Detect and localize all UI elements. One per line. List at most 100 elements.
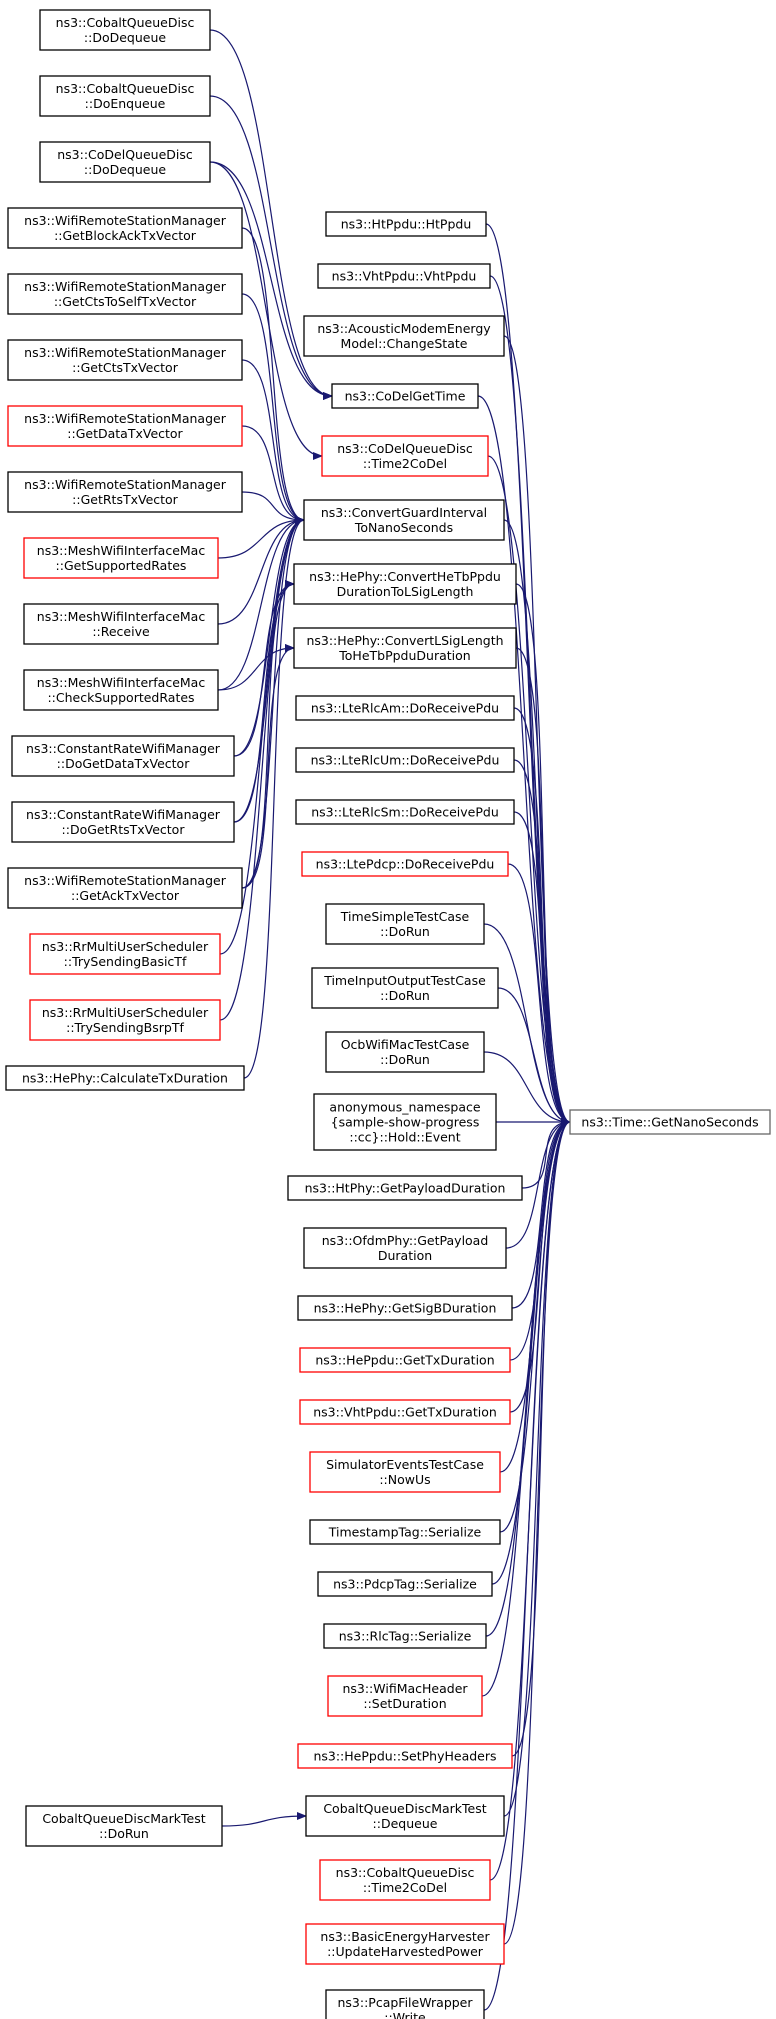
function-node[interactable]: ns3::PcapFileWrapper::Write — [325, 1989, 485, 2019]
node-box — [325, 1989, 485, 2019]
node-label: CobaltQueueDiscMarkTest — [323, 1801, 486, 1816]
node-box — [293, 627, 517, 669]
call-edge — [233, 580, 295, 823]
node-box — [303, 1227, 507, 1269]
node-box — [311, 967, 499, 1009]
node-label: ::Receive — [92, 624, 150, 639]
node-box — [325, 211, 487, 237]
node-label: ::UpdateHarvestedPower — [327, 1944, 484, 1959]
function-node[interactable]: ns3::ConstantRateWifiManager::DoGetRtsTx… — [11, 801, 235, 843]
node-label: ::DoRun — [380, 924, 430, 939]
node-label: ns3::WifiRemoteStationManager — [24, 279, 227, 294]
node-box — [309, 1451, 501, 1493]
function-node[interactable]: ns3::WifiRemoteStationManager::GetAckTxV… — [7, 867, 243, 909]
node-box — [5, 1065, 245, 1091]
node-label: ns3::AcousticModemEnergy — [317, 321, 491, 336]
node-box — [305, 1795, 505, 1837]
function-node[interactable]: ns3::CobaltQueueDisc::DoEnqueue — [39, 75, 211, 117]
function-node[interactable]: ns3::WifiRemoteStationManager::GetCtsTxV… — [7, 339, 243, 381]
function-node[interactable]: CobaltQueueDiscMarkTest::Dequeue — [305, 1795, 505, 1837]
node-box — [23, 603, 219, 645]
function-node[interactable]: ns3::CoDelGetTime — [331, 383, 479, 409]
function-node[interactable]: OcbWifiMacTestCase::DoRun — [325, 1031, 485, 1073]
function-node[interactable]: ns3::WifiRemoteStationManager::GetCtsToS… — [7, 273, 243, 315]
function-node[interactable]: ns3::RrMultiUserScheduler::TrySendingBas… — [29, 933, 221, 975]
node-label: ::GetDataTxVector — [67, 426, 183, 441]
function-node[interactable]: SimulatorEventsTestCase::NowUs — [309, 1451, 501, 1493]
node-label: ns3::WifiRemoteStationManager — [24, 477, 227, 492]
function-node[interactable]: ns3::WifiRemoteStationManager::GetRtsTxV… — [7, 471, 243, 513]
function-node[interactable]: ns3::HePpdu::SetPhyHeaders — [297, 1743, 513, 1769]
node-label: ::DoDequeue — [84, 30, 166, 45]
node-label: ::GetCtsTxVector — [72, 360, 179, 375]
function-node[interactable]: ns3::LteRlcAm::DoReceivePdu — [295, 695, 515, 721]
function-node[interactable]: ns3::OfdmPhy::GetPayloadDuration — [303, 1227, 507, 1269]
node-label: ns3::WifiMacHeader — [342, 1681, 468, 1696]
function-node[interactable]: ns3::ConstantRateWifiManager::DoGetDataT… — [11, 735, 235, 777]
node-label: ::DoEnqueue — [85, 96, 166, 111]
call-edge — [241, 580, 295, 889]
node-box — [321, 435, 489, 477]
call-edge — [521, 1118, 571, 1189]
node-label: ns3::HePhy::GetSigBDuration — [314, 1301, 497, 1316]
node-label: SimulatorEventsTestCase — [326, 1457, 484, 1472]
node-label: ::DoRun — [380, 1052, 430, 1067]
call-edge — [209, 161, 323, 460]
function-node[interactable]: ns3::CobaltQueueDisc::Time2CoDel — [319, 1859, 491, 1901]
call-edge — [487, 455, 571, 1126]
node-label: ns3::HePpdu::GetTxDuration — [315, 1353, 494, 1368]
function-node[interactable]: ns3::HePpdu::GetTxDuration — [299, 1347, 511, 1373]
function-node[interactable]: ns3::HePhy::GetSigBDuration — [297, 1295, 513, 1321]
function-node[interactable]: ns3::VhtPpdu::VhtPpdu — [317, 263, 491, 289]
function-node[interactable]: ns3::CoDelQueueDisc::DoDequeue — [39, 141, 211, 183]
function-node[interactable]: ns3::MeshWifiInterfaceMac::GetSupportedR… — [23, 537, 219, 579]
call-edge — [217, 516, 305, 691]
function-node[interactable]: ns3::HtPpdu::HtPpdu — [325, 211, 487, 237]
function-node[interactable]: TimeSimpleTestCase::DoRun — [325, 903, 485, 945]
function-node[interactable]: TimestampTag::Serialize — [309, 1519, 501, 1545]
function-node[interactable]: ns3::BasicEnergyHarvester::UpdateHarvest… — [305, 1923, 505, 1965]
function-node[interactable]: anonymous_namespace{sample-show-progress… — [313, 1093, 497, 1151]
function-node[interactable]: ns3::LteRlcSm::DoReceivePdu — [295, 799, 515, 825]
node-box — [325, 903, 485, 945]
function-node[interactable]: ns3::MeshWifiInterfaceMac::CheckSupporte… — [23, 669, 219, 711]
node-label: ::GetSupportedRates — [56, 558, 187, 573]
node-label: ::GetBlockAckTxVector — [54, 228, 197, 243]
call-edge — [209, 161, 333, 400]
function-node[interactable]: ns3::AcousticModemEnergyModel::ChangeSta… — [303, 315, 505, 357]
function-node[interactable]: CobaltQueueDiscMarkTest::DoRun — [25, 1805, 223, 1847]
node-label: ns3::CobaltQueueDisc — [56, 81, 195, 96]
node-box — [39, 9, 211, 51]
target-node[interactable]: ns3::Time::GetNanoSeconds — [569, 1109, 771, 1135]
function-node[interactable]: ns3::WifiMacHeader::SetDuration — [327, 1675, 483, 1717]
node-label: TimeSimpleTestCase — [340, 909, 470, 924]
function-node[interactable]: ns3::VhtPpdu::GetTxDuration — [299, 1399, 511, 1425]
node-label: ns3::CoDelGetTime — [345, 389, 466, 404]
function-node[interactable]: ns3::HtPhy::GetPayloadDuration — [287, 1175, 523, 1201]
node-box — [305, 1923, 505, 1965]
function-node[interactable]: ns3::RrMultiUserScheduler::TrySendingBsr… — [29, 999, 221, 1041]
node-label: ns3::ConstantRateWifiManager — [26, 807, 221, 822]
call-edge — [221, 1812, 307, 1827]
node-box — [313, 1093, 497, 1151]
function-node[interactable]: ns3::RlcTag::Serialize — [323, 1623, 487, 1649]
function-node[interactable]: ns3::HePhy::ConvertLSigLengthToHeTbPpduD… — [293, 627, 517, 669]
function-node[interactable]: ns3::HePhy::CalculateTxDuration — [5, 1065, 245, 1091]
function-node[interactable]: ns3::HePhy::ConvertHeTbPpduDurationToLSi… — [293, 563, 517, 605]
function-node[interactable]: TimeInputOutputTestCase::DoRun — [311, 967, 499, 1009]
function-node[interactable]: ns3::WifiRemoteStationManager::GetBlockA… — [7, 207, 243, 249]
function-node[interactable]: ns3::LteRlcUm::DoReceivePdu — [295, 747, 515, 773]
node-box — [319, 1859, 491, 1901]
function-node[interactable]: ns3::WifiRemoteStationManager::GetDataTx… — [7, 405, 243, 447]
function-node[interactable]: ns3::CobaltQueueDisc::DoDequeue — [39, 9, 211, 51]
function-node[interactable]: ns3::MeshWifiInterfaceMac::Receive — [23, 603, 219, 645]
function-node[interactable]: ns3::LtePdcp::DoReceivePdu — [301, 851, 509, 877]
node-box — [287, 1175, 523, 1201]
node-label: ns3::LteRlcUm::DoReceivePdu — [311, 753, 500, 768]
node-box — [23, 537, 219, 579]
node-label: Model::ChangeState — [341, 336, 468, 351]
node-label: ToNanoSeconds — [354, 520, 453, 535]
function-node[interactable]: ns3::CoDelQueueDisc::Time2CoDel — [321, 435, 489, 477]
function-node[interactable]: ns3::PdcpTag::Serialize — [317, 1571, 493, 1597]
